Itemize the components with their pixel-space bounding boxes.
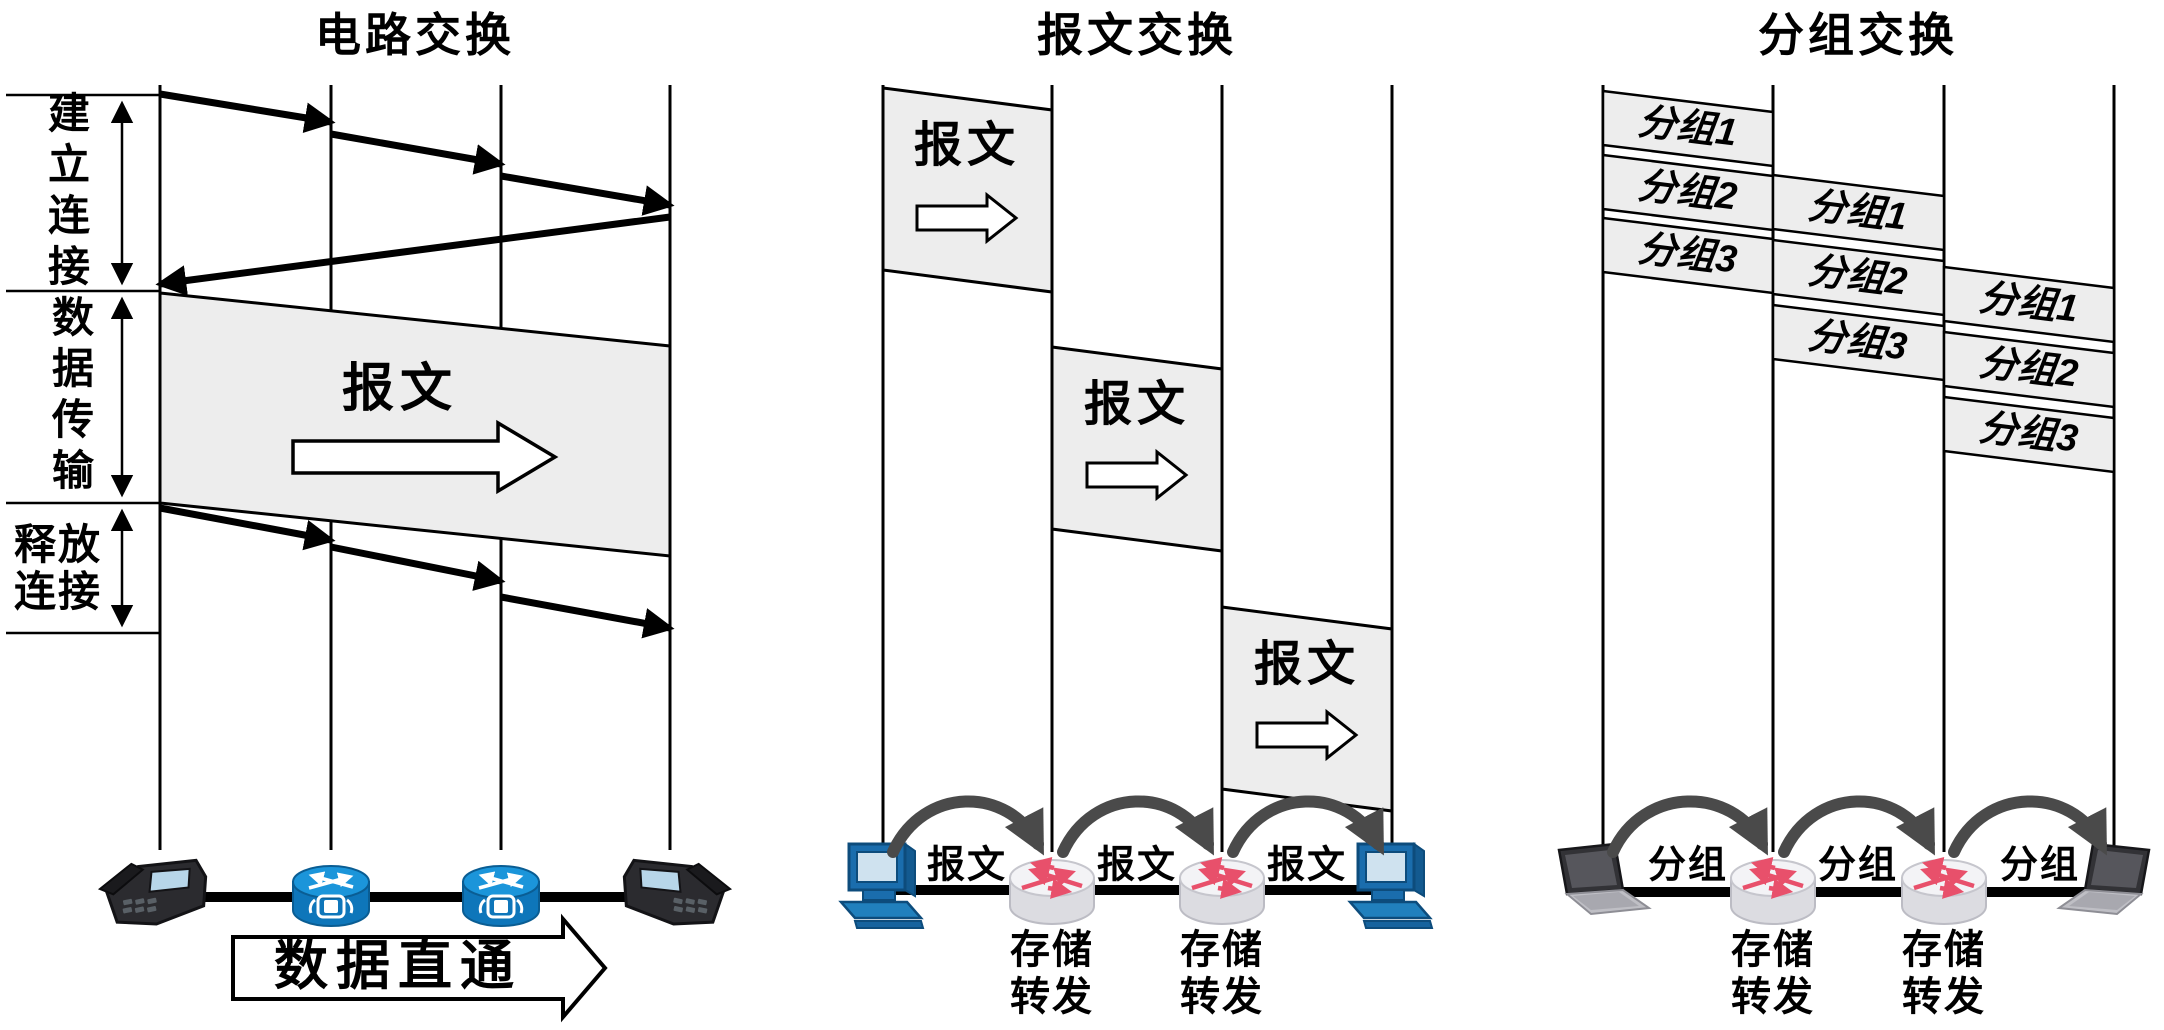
- store-forward-hop-arcs: [1607, 795, 2107, 858]
- packet-panel: [1557, 85, 2151, 924]
- data-direct-caption: 数据直通: [274, 935, 522, 996]
- phase-label-setup: 建立连接: [42, 91, 90, 295]
- store-forward-label: 存储 转发: [1902, 927, 1986, 1019]
- message-panel: [839, 85, 1434, 930]
- packet-hop-label: 分组: [1647, 844, 1729, 887]
- message-block-label: 报文: [913, 119, 1021, 173]
- store-forward-label: 存储 转发: [1731, 927, 1815, 1019]
- phase-label-data: 数据传输: [46, 295, 94, 499]
- packet-hop-label: 分组: [1999, 844, 2081, 887]
- packet-blocks: [1601, 89, 2116, 474]
- message-block-label: 报文: [1253, 638, 1361, 692]
- router-icon: [1180, 860, 1264, 924]
- circuit-message-label: 报文: [341, 359, 459, 418]
- circuit-panel: [6, 85, 736, 1023]
- message-hop-label: 报文: [1096, 844, 1178, 887]
- phase-ruler-lines: [6, 93, 160, 635]
- store-forward-label: 存储 转发: [1180, 927, 1264, 1019]
- message-blocks: [881, 86, 1394, 813]
- setup-signal-arrows: [155, 90, 675, 296]
- router-icon: [1010, 860, 1094, 924]
- circuit-switch-icon: [463, 866, 539, 926]
- desktop-computer-icon: [839, 842, 925, 930]
- circuit-message-flow-arrow-icon: [291, 419, 559, 495]
- message-flow-arrow-icons: [915, 191, 1359, 762]
- phase-label-release: 释放连接: [13, 520, 102, 615]
- packet-hop-label: 分组: [1817, 844, 1899, 887]
- message-title: 报文交换: [1037, 9, 1237, 62]
- router-icon: [1731, 860, 1815, 924]
- message-hop-label: 报文: [926, 844, 1008, 887]
- packet-title: 分组交换: [1758, 9, 1958, 62]
- telephone-icon: [94, 847, 215, 936]
- store-forward-hop-arcs: [887, 795, 1384, 858]
- desktop-computer-icon: [1348, 842, 1434, 930]
- router-icon: [1902, 860, 1986, 924]
- circuit-switch-icon: [293, 866, 369, 926]
- message-block-label: 报文: [1083, 378, 1191, 432]
- release-signal-arrows: [159, 504, 675, 639]
- store-forward-label: 存储 转发: [1010, 927, 1094, 1019]
- telephone-icon: [615, 847, 736, 936]
- laptop-icon: [1557, 842, 1651, 916]
- circuit-title: 电路交换: [315, 9, 515, 62]
- message-hop-label: 报文: [1266, 844, 1348, 887]
- data-direct-arrow: [231, 913, 608, 1023]
- circuit-message-band: [158, 291, 672, 558]
